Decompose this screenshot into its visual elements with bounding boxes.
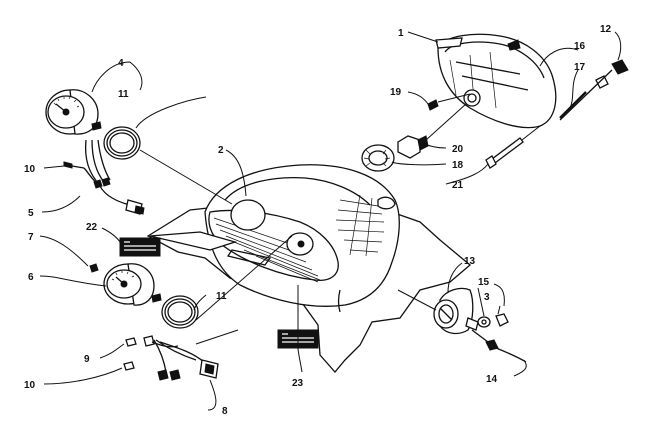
part-10-bulb-lower [123, 361, 135, 371]
callout-13: 13 [464, 256, 476, 267]
callout-14: 14 [486, 374, 498, 385]
callout-20: 20 [452, 144, 464, 155]
tachometer-gauge [45, 89, 102, 135]
callout-11-upper: 11 [118, 89, 129, 100]
part-15-nut [495, 313, 509, 327]
callout-19: 19 [390, 87, 402, 98]
callout-12: 12 [600, 24, 612, 35]
callout-16: 16 [574, 41, 586, 52]
part-9-bulb [125, 337, 137, 347]
assembly-line-speedo [195, 235, 293, 321]
part-17-spring [559, 69, 613, 121]
callout-23: 23 [292, 378, 304, 389]
callout-labels: 1 2 3 4 5 6 7 8 9 10 10 11 11 12 13 14 1… [24, 24, 612, 417]
bezel-ring-upper [103, 126, 141, 160]
callout-15: 15 [478, 277, 490, 288]
callout-2: 2 [218, 145, 224, 156]
assembly-line-gauge13 [397, 289, 437, 311]
part-3-washer [477, 316, 491, 328]
headlight-housing [435, 33, 557, 129]
small-gauge-13 [433, 287, 479, 335]
hood-console [146, 164, 472, 373]
part-12-clip [611, 59, 629, 75]
callout-17: 17 [574, 62, 586, 73]
callout-10-upper: 10 [24, 164, 36, 175]
callout-1: 1 [398, 28, 404, 39]
part-20-bulb [397, 103, 467, 159]
callout-10-lower: 10 [24, 380, 36, 391]
part-18-ring [361, 144, 395, 172]
speedometer-gauge [103, 263, 162, 306]
decal-22 [119, 237, 161, 257]
callout-9: 9 [84, 354, 90, 365]
callout-11-lower: 11 [216, 291, 227, 302]
callout-18: 18 [452, 160, 464, 171]
bezel-ring-lower [161, 295, 199, 329]
leader-lines [39, 31, 622, 411]
part-7-screw [89, 263, 99, 273]
callout-7: 7 [28, 232, 34, 243]
callout-5: 5 [28, 208, 34, 219]
callout-4: 4 [118, 58, 124, 69]
speedo-wire-harness [143, 335, 219, 381]
callout-3: 3 [484, 292, 490, 303]
part-19-screw [427, 93, 471, 111]
tach-wire-harness [63, 139, 145, 215]
callout-22: 22 [86, 222, 98, 233]
callout-8: 8 [222, 406, 228, 417]
assembly-line-speedo-2 [195, 329, 239, 345]
callout-21: 21 [452, 180, 464, 191]
part-21-bolt [485, 125, 541, 169]
callout-6: 6 [28, 272, 34, 283]
assembly-line-tach [139, 149, 233, 205]
part-14-sender [471, 329, 527, 363]
